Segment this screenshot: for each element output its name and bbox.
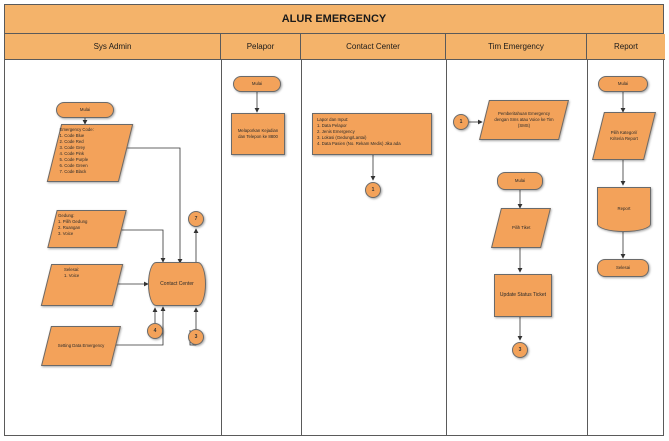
report-end: Selesai	[597, 259, 649, 277]
emergency-code-input: Emergency Code: 1. Code Blue 2. Code Red…	[46, 124, 134, 182]
sysadmin-start: Mulai	[56, 102, 114, 118]
emergency-code-list: 1. Code Blue 2. Code Red 3. Code Grey 4.…	[59, 133, 121, 175]
lapor-input-process: Lapor dan Input: 1. Data Pelapor 2. Jeni…	[312, 113, 432, 155]
pelapor-start: Mulai	[233, 76, 281, 92]
list-item: 1. Data Pelapor	[317, 123, 347, 129]
setting-data-emergency: Setting Data Emergency	[41, 326, 121, 366]
start-label: Mulai	[251, 80, 263, 86]
lane-header-pelapor: Pelapor	[221, 34, 301, 60]
connector-7: 7	[188, 211, 204, 227]
pemberitahuan-output: Pemberitahuan Emergency dengan Sms atau …	[479, 100, 569, 140]
pilih-tiket-label: Pilih Tiket	[511, 224, 531, 230]
pilih-tiket-input: Pilih Tiket	[491, 208, 551, 248]
selesai-list: 1. Voice	[64, 273, 116, 279]
contact-center-cylinder: Contact Center	[148, 262, 206, 306]
list-item: 7. Code Black	[59, 169, 87, 175]
contact-center-label: Contact Center	[160, 280, 194, 287]
report-label: Report	[617, 206, 631, 212]
lane-divider	[587, 60, 588, 435]
report-document: Report	[597, 187, 651, 232]
end-label: Selesai	[615, 264, 631, 270]
lane-divider	[446, 60, 447, 435]
melaporkan-label: Melaporkan Kejadian dan Telepon ke 8800	[237, 127, 279, 139]
lane-header-report: Report	[587, 34, 665, 60]
setting-label: Setting Data Emergency	[57, 342, 105, 348]
gedung-input: Gedung: 1. Pilih Gedung 2. Ruangan 3. Vo…	[47, 210, 127, 248]
list-item: 3. Voice	[57, 231, 74, 237]
list-item: 3. Lokasi (Gedung/Lantai)	[317, 135, 367, 141]
diagram-title: ALUR EMERGENCY	[5, 5, 663, 34]
pemberitahuan-label: Pemberitahuan Emergency dengan Sms atau …	[494, 110, 554, 128]
connector-1: 1	[453, 114, 469, 130]
connector-1: 1	[365, 182, 381, 198]
selesai-input: Selesai: 1. Voice	[40, 264, 124, 306]
list-item: 2. Jenis Emergency	[317, 129, 355, 135]
gedung-list: 1. Pilih Gedung 2. Ruangan 3. Voice	[58, 219, 118, 237]
report-start: Mulai	[598, 76, 648, 92]
list-item: 4. Data Pasien (No. Rekam Medis) Jika ad…	[317, 141, 401, 147]
update-status-process: Update Status Ticket	[494, 274, 552, 317]
list-item: 1. Voice	[63, 273, 80, 279]
tim-start: Mulai	[497, 172, 543, 190]
melaporkan-process: Melaporkan Kejadian dan Telepon ke 8800	[231, 113, 285, 155]
connector-4: 4	[147, 323, 163, 339]
lapor-title: Lapor dan Input:	[317, 117, 349, 122]
lane-header-sys-admin: Sys Admin	[5, 34, 221, 60]
update-status-label: Update Status Ticket	[499, 292, 547, 298]
pilih-kategori-label: Pilih Kategori/ Kriteria Report	[610, 129, 638, 141]
start-label: Mulai	[617, 80, 629, 86]
lane-header-contact-center: Contact Center	[301, 34, 446, 60]
lapor-list: 1. Data Pelapor 2. Jenis Emergency 3. Lo…	[317, 123, 427, 147]
connector-3: 3	[188, 329, 204, 345]
start-label: Mulai	[514, 177, 526, 183]
lane-header-tim-emergency: Tim Emergency	[446, 34, 587, 60]
lane-divider	[221, 60, 222, 435]
start-label: Mulai	[79, 106, 91, 112]
lane-divider	[301, 60, 302, 435]
connector-3: 3	[512, 342, 528, 358]
